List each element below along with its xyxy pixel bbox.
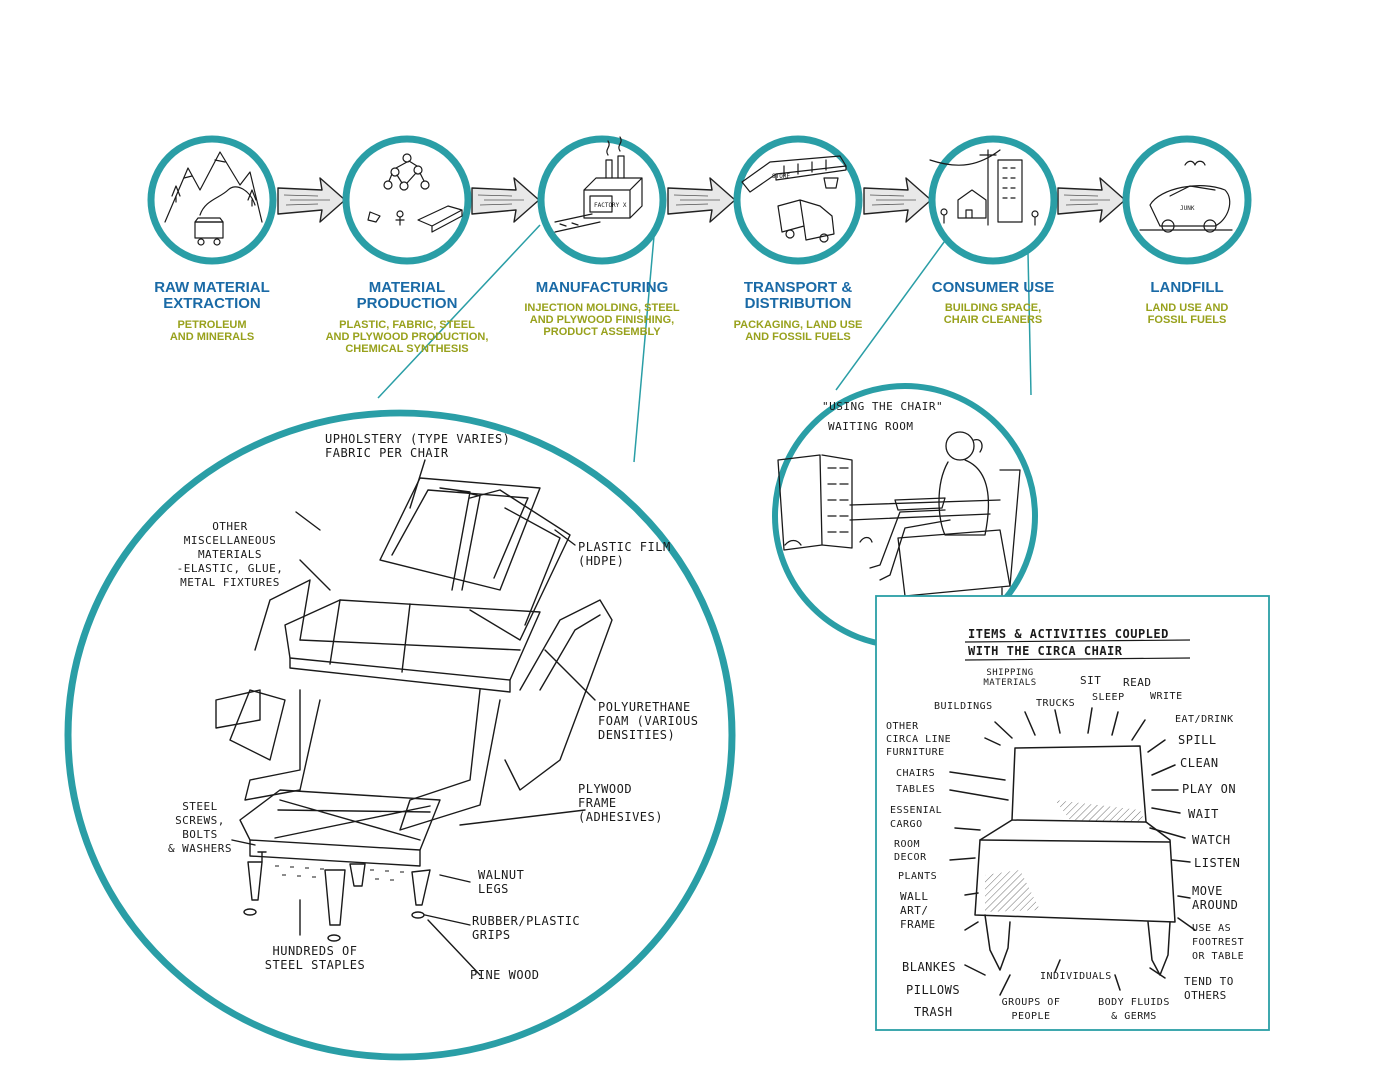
stage-subtitle-transport: PACKAGING, LAND USE AND FOSSIL FUELS (733, 319, 863, 343)
item-label: OTHER CIRCA LINE FURNITURE (886, 721, 952, 758)
label-screws: STEEL SCREWS, BOLTS & WASHERS (167, 800, 233, 855)
stage-title-production: MATERIAL PRODUCTION (356, 279, 458, 312)
stage-title-landfill: LANDFILL (1150, 279, 1224, 296)
item-label: WALL ART/ FRAME (900, 890, 936, 931)
mountains-icon (164, 151, 263, 246)
stage-subtitle-extraction: PETROLEUM AND MINERALS (169, 319, 255, 343)
label-walnut: WALNUT LEGS (478, 868, 525, 896)
use-scene-subtitle: WAITING ROOM (828, 420, 914, 433)
city-icon (929, 149, 1039, 226)
junk-car-icon (1139, 160, 1233, 233)
exploded-chair-sketch (215, 459, 613, 976)
stage-subtitle-manufacturing: INJECTION MOLDING, STEEL AND PLYWOOD FIN… (524, 302, 680, 338)
items-box-title: ITEMS & ACTIVITIES COUPLED WITH THE CIRC… (968, 627, 1169, 658)
item-label: INDIVIDUALS (1040, 971, 1112, 982)
item-label: CLEAN (1180, 756, 1219, 770)
connector-line (377, 224, 541, 399)
item-label: BODY FLUIDS & GERMS (1098, 997, 1170, 1022)
stage-title-extraction: RAW MATERIAL EXTRACTION (154, 279, 270, 312)
item-label: ESSENIAL CARGO (890, 805, 943, 830)
item-label: WATCH (1192, 833, 1231, 847)
label-plywood: PLYWOOD FRAME (ADHESIVES) (578, 782, 663, 824)
stage-circle-manufacturing (537, 135, 667, 265)
item-label: TEND TO OTHERS (1184, 975, 1234, 1002)
factory-icon (554, 136, 643, 233)
item-label: SPILL (1178, 733, 1217, 747)
stage-title-transport: TRANSPORT & DISTRIBUTION (743, 279, 853, 312)
label-staples: HUNDREDS OF STEEL STAPLES (264, 944, 366, 972)
item-label: SHIPPING MATERIALS (983, 668, 1037, 688)
item-label: BUILDINGS (934, 701, 993, 712)
item-label: ROOM DECOR (894, 839, 927, 863)
item-label: SIT (1080, 674, 1102, 687)
item-label: TRASH (914, 1005, 953, 1019)
item-label: MOVE AROUND (1192, 884, 1239, 912)
connector-line (1027, 252, 1032, 396)
stage-subtitle-production: PLASTIC, FABRIC, STEEL AND PLYWOOD PRODU… (325, 319, 489, 355)
item-label: WAIT (1188, 807, 1219, 821)
label-upholstery: UPHOLSTERY (TYPE VARIES) FABRIC PER CHAI… (325, 432, 511, 460)
stage-circle-consumer (928, 135, 1058, 265)
item-label: PLANTS (898, 871, 938, 882)
item-label: READ (1123, 676, 1152, 689)
stage-subtitle-landfill: LAND USE AND FOSSIL FUELS (1145, 302, 1229, 326)
connector-line (835, 237, 948, 391)
stage-title-consumer: CONSUMER USE (931, 279, 1055, 296)
stage-subtitle-consumer: BUILDING SPACE, CHAIR CLEANERS (943, 302, 1043, 326)
junk-label: JUNK (1180, 205, 1195, 212)
connector-line (633, 235, 655, 463)
item-label: CHAIRS (896, 768, 936, 779)
stage-title-manufacturing: MANUFACTURING (535, 279, 669, 296)
circa-chair-sketch (949, 707, 1196, 996)
label-pine: PINE WOOD (470, 968, 540, 982)
item-label: USE AS FOOTREST OR TABLE (1192, 923, 1245, 962)
item-label: PILLOWS (906, 983, 961, 997)
item-label: TABLES (896, 784, 936, 795)
label-foam: POLYURETHANE FOAM (VARIOUS DENSITIES) (598, 700, 699, 742)
store-label: STORE (772, 173, 790, 180)
label-grips: RUBBER/PLASTIC GRIPS (472, 914, 581, 942)
use-scene-title: "USING THE CHAIR" (822, 400, 944, 413)
item-label: PLAY ON (1182, 782, 1237, 796)
item-label: EAT/DRINK (1175, 714, 1234, 725)
item-label: LISTEN (1194, 856, 1241, 870)
waiting-room-sketch (777, 431, 1021, 616)
item-label: TRUCKS (1036, 698, 1076, 709)
label-other-materials: OTHER MISCELLANEOUS MATERIALS -ELASTIC, … (176, 520, 284, 589)
transport-icon (741, 155, 847, 243)
item-label: GROUPS OF PEOPLE (1001, 997, 1061, 1022)
item-label: BLANKES (902, 960, 957, 974)
item-label: SLEEP (1092, 692, 1125, 703)
factory-label: FACTORY X (594, 202, 627, 209)
chair-detail-circle (64, 409, 736, 1061)
label-plastic-film: PLASTIC FILM (HDPE) (578, 540, 671, 568)
stage-circle-production (342, 135, 472, 265)
item-label: WRITE (1150, 691, 1183, 702)
molecule-icon (367, 153, 463, 233)
